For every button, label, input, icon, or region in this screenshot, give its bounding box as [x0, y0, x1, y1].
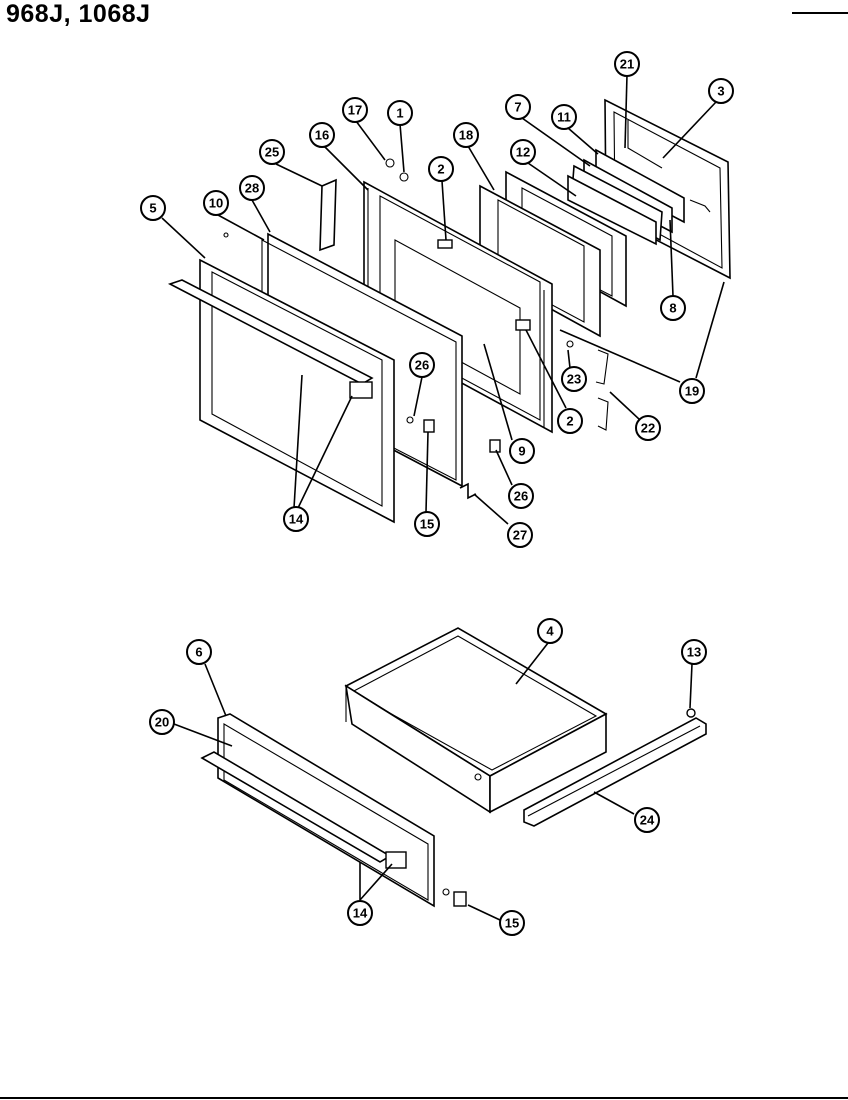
callout-28: 28 [239, 175, 265, 201]
svg-text:14: 14 [353, 906, 368, 921]
svg-text:3: 3 [717, 84, 724, 99]
drawer-screw [442, 888, 450, 896]
callout-19: 19 [679, 378, 705, 404]
svg-text:15: 15 [505, 916, 519, 931]
screw-5 [223, 232, 229, 238]
callout-26-upper: 26 [409, 352, 435, 378]
door-seal-strip [319, 178, 337, 252]
screw-13 [686, 708, 696, 718]
svg-text:13: 13 [687, 645, 701, 660]
svg-text:2: 2 [566, 414, 573, 429]
drawer-box [344, 627, 608, 814]
callout-26-lower: 26 [508, 483, 534, 509]
screw-17 [385, 158, 395, 168]
svg-text:25: 25 [265, 145, 279, 160]
callout-15-lower: 15 [499, 910, 525, 936]
callout-2-top: 2 [428, 156, 454, 182]
svg-text:17: 17 [348, 103, 362, 118]
callout-14-lower: 14 [347, 900, 373, 926]
svg-text:26: 26 [514, 489, 528, 504]
callout-8: 8 [660, 295, 686, 321]
callout-20: 20 [149, 709, 175, 735]
callout-1: 1 [387, 100, 413, 126]
leader-lines-lower [173, 642, 693, 921]
svg-text:1: 1 [396, 106, 403, 121]
svg-text:21: 21 [620, 57, 634, 72]
callout-7: 7 [505, 94, 531, 120]
window-glass [479, 184, 601, 338]
glass-pack [567, 148, 685, 246]
drawer-clip [453, 891, 467, 907]
svg-text:20: 20 [155, 715, 169, 730]
svg-text:6: 6 [195, 645, 202, 660]
svg-text:10: 10 [209, 196, 223, 211]
svg-text:11: 11 [557, 110, 571, 125]
bottom-rule [0, 1097, 848, 1099]
drawer-slide [523, 717, 707, 827]
callout-10: 10 [203, 190, 229, 216]
svg-text:22: 22 [641, 421, 655, 436]
svg-text:27: 27 [513, 528, 527, 543]
callout-24: 24 [634, 807, 660, 833]
svg-text:5: 5 [149, 201, 156, 216]
screw-1 [399, 172, 409, 182]
callout-4: 4 [537, 618, 563, 644]
callout-15-upper: 15 [414, 511, 440, 537]
leader-lines-upper [161, 74, 725, 525]
svg-text:26: 26 [415, 358, 429, 373]
svg-text:9: 9 [518, 444, 525, 459]
hinge-26 [489, 439, 501, 453]
svg-text:28: 28 [245, 181, 259, 196]
svg-text:18: 18 [459, 128, 473, 143]
page-title: 968J, 1068J [6, 0, 151, 28]
outer-door [167, 258, 395, 524]
hinge-22 [595, 349, 609, 385]
svg-text:8: 8 [669, 301, 676, 316]
callout-13: 13 [681, 639, 707, 665]
callout-11: 11 [551, 104, 577, 130]
screw-23 [566, 340, 574, 348]
callout-3: 3 [708, 78, 734, 104]
callout-21: 21 [614, 51, 640, 77]
callout-18: 18 [453, 122, 479, 148]
callout-22: 22 [635, 415, 661, 441]
top-rule [792, 12, 848, 14]
bracket-27 [459, 482, 477, 500]
callout-5: 5 [140, 195, 166, 221]
callout-25: 25 [259, 139, 285, 165]
callout-17: 17 [342, 97, 368, 123]
door-liner [363, 180, 553, 434]
svg-text:7: 7 [514, 100, 521, 115]
svg-text:14: 14 [289, 512, 304, 527]
screw-26a [406, 416, 414, 424]
clip-15 [423, 419, 435, 433]
callout-14-upper: 14 [283, 506, 309, 532]
svg-text:19: 19 [685, 384, 699, 399]
callout-27: 27 [507, 522, 533, 548]
callout-9: 9 [509, 438, 535, 464]
drawer-front [200, 713, 435, 908]
callout-12: 12 [510, 139, 536, 165]
hinge-22b [597, 397, 609, 431]
callout-2-lower: 2 [557, 408, 583, 434]
callout-16: 16 [309, 122, 335, 148]
callout-6: 6 [186, 639, 212, 665]
svg-text:4: 4 [546, 624, 554, 639]
svg-text:24: 24 [640, 813, 655, 828]
svg-text:23: 23 [567, 372, 581, 387]
svg-text:2: 2 [437, 162, 444, 177]
svg-text:12: 12 [516, 145, 530, 160]
callout-23: 23 [561, 366, 587, 392]
svg-text:15: 15 [420, 517, 434, 532]
svg-text:16: 16 [315, 128, 329, 143]
